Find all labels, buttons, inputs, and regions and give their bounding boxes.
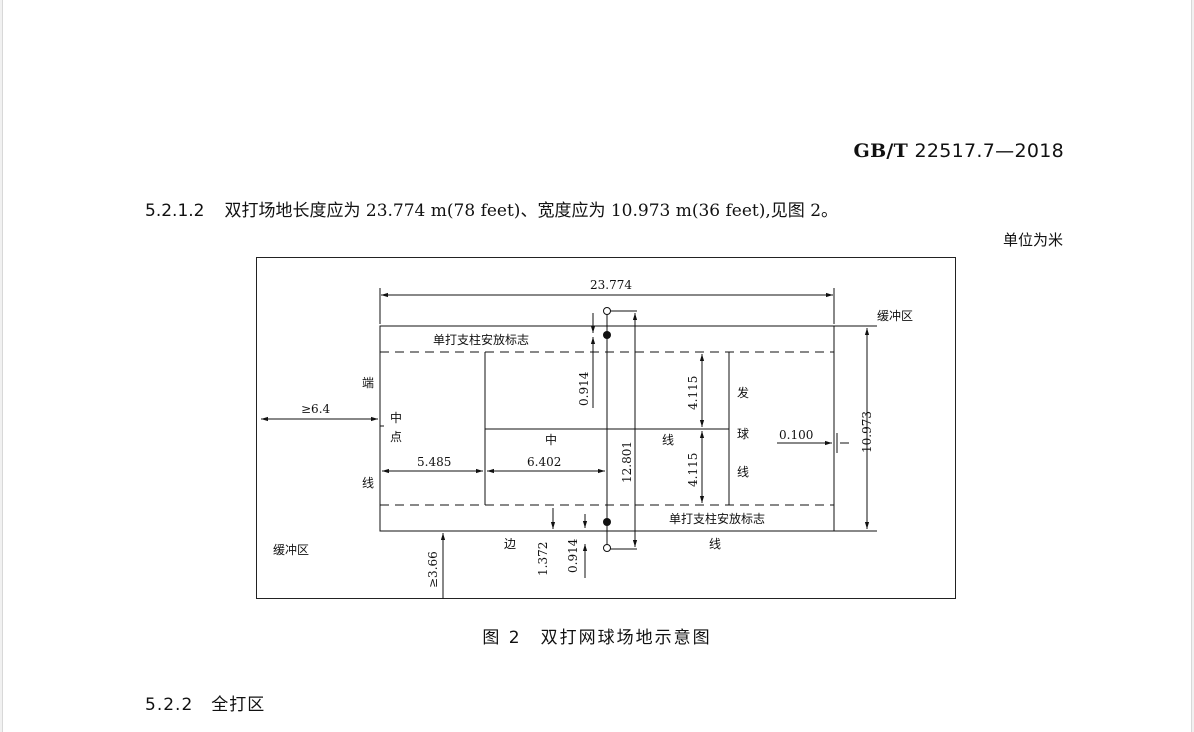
service-line-label-1: 发	[737, 385, 749, 400]
service-line-label-3: 线	[737, 465, 749, 479]
singles-post-bottom-icon	[603, 518, 611, 526]
net-post-top-icon	[603, 307, 611, 315]
clause-text: 双打场地长度应为 23.774 m(78 feet)、宽度应为 10.973 m…	[224, 201, 839, 221]
next-section-heading: 5.2.2 全打区	[145, 690, 265, 715]
dim-width-label: 10.973	[860, 411, 874, 453]
dim-post-offset-bottom-label: 0.914	[566, 538, 580, 573]
section-title: 全打区	[211, 695, 266, 715]
dim-doubles-alley-label: 1.372	[536, 542, 550, 576]
dim-service-to-base-label: 5.485	[417, 455, 451, 469]
dim-center-mark-label: 0.100	[779, 428, 813, 442]
dim-side-runoff-label: ≥3.66	[426, 551, 440, 588]
dim-back-runoff-label: ≥6.4	[301, 402, 331, 416]
dim-half-service-top-label: 4.115	[686, 376, 700, 410]
clause-number: 5.2.1.2	[145, 201, 205, 221]
dim-post-offset-top-label: 0.914	[577, 371, 591, 406]
singles-post-mark-bottom-label: 单打支柱安放标志	[669, 511, 765, 526]
buffer-zone-label-bottom: 缓冲区	[273, 542, 309, 557]
clause-paragraph: 5.2.1.2 双打场地长度应为 23.774 m(78 feet)、宽度应为 1…	[145, 196, 838, 221]
center-service-label-2: 线	[662, 433, 674, 447]
dim-half-service-bottom-label: 4.115	[686, 453, 700, 487]
dim-net-posts-label: 12.801	[620, 441, 634, 483]
sideline-label-2: 线	[709, 537, 721, 551]
court-diagram: 23.774 10.973 ≥6.4 ≥3.66 5.485 6.402 4.1…	[261, 278, 913, 599]
dim-length-label: 23.774	[590, 278, 632, 292]
standard-number: 22517.7—2018	[914, 140, 1064, 162]
dim-net-to-service-label: 6.402	[527, 455, 561, 469]
baseline-label-1: 端	[362, 376, 374, 390]
buffer-zone-label-top: 缓冲区	[877, 308, 913, 323]
baseline-label-2: 线	[362, 476, 374, 490]
singles-post-mark-top-label: 单打支柱安放标志	[433, 332, 529, 347]
section-number: 5.2.2	[145, 695, 194, 715]
center-service-label-1: 中	[545, 432, 557, 447]
unit-note: 单位为米	[1002, 231, 1063, 249]
net-post-bottom-icon	[603, 544, 611, 552]
standard-code: GB/T 22517.7—2018	[854, 140, 1064, 162]
standard-prefix: GB/T	[853, 140, 909, 162]
singles-post-top-icon	[603, 331, 611, 339]
service-line-label-2: 球	[737, 427, 749, 441]
court-figure: 23.774 10.973 ≥6.4 ≥3.66 5.485 6.402 4.1…	[256, 257, 956, 599]
figure-caption: 图 2 双打网球场地示意图	[482, 628, 712, 648]
center-mark-label-2: 点	[390, 430, 402, 444]
sideline-label-1: 边	[504, 537, 516, 551]
center-mark-label-1: 中	[390, 410, 402, 425]
